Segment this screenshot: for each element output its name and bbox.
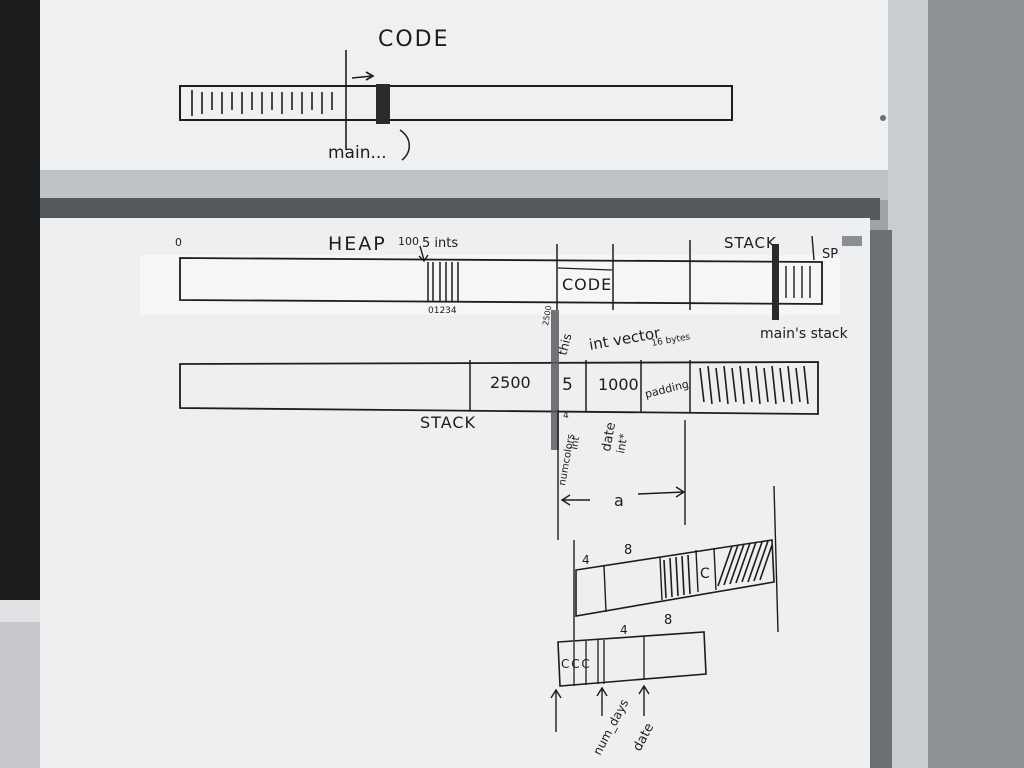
screw <box>880 115 886 121</box>
dark-left-edge <box>0 0 40 600</box>
row1-5ints: 5 ints <box>422 236 458 251</box>
row1-heap-arrow <box>418 245 429 263</box>
diag-s1-div-2 <box>659 557 663 601</box>
diag-cells: C C C <box>561 657 589 671</box>
row1-heap: HEAP <box>328 233 387 255</box>
row1-sp-arrow <box>811 235 815 261</box>
diag-c1: C <box>700 566 710 582</box>
row2-stack-label: STACK <box>420 413 476 432</box>
row2-stack-hatching <box>699 365 809 405</box>
diag-s1-div-4 <box>713 547 717 591</box>
row1-zero: 0 <box>175 236 182 249</box>
diag-s1-div-3 <box>695 549 699 593</box>
upper-main-block <box>376 84 390 124</box>
board-tray-shadow <box>40 198 880 220</box>
upper-main-curl <box>399 129 410 161</box>
row1-100: 100 <box>398 235 419 248</box>
right-frame <box>888 0 928 768</box>
row2-date: date <box>599 421 619 452</box>
diag-a: a <box>614 491 624 510</box>
diag-a-arrow-left <box>560 494 590 506</box>
row1-stack-cells <box>785 266 811 298</box>
diag-struct-1 <box>575 539 775 617</box>
diag-s1-div-1 <box>603 565 607 613</box>
row1-code: CODE <box>562 275 612 294</box>
diag-arrow-date <box>638 684 650 716</box>
right-frame-shadow <box>870 230 892 768</box>
row2-2500: 2500 <box>490 373 531 392</box>
row1-stack-block <box>772 244 779 320</box>
upper-hatching <box>191 90 333 116</box>
row2-this-marker <box>551 310 559 450</box>
diag-s1-hatch-b <box>717 540 773 587</box>
row2-5: 5 <box>562 375 573 395</box>
row2-2500-small: 2500 <box>541 305 553 327</box>
left-ledge <box>0 600 50 622</box>
diag-a-arrow-right <box>637 486 686 498</box>
diag-arrow-up-left <box>550 688 562 732</box>
row2-four: 4 <box>563 411 569 421</box>
row1-bar <box>179 257 823 305</box>
row1-sp: SP <box>822 247 838 262</box>
row2-1000: 1000 <box>598 375 639 394</box>
upper-arrow <box>351 71 375 81</box>
wall-right <box>928 0 1024 768</box>
diag-four-1: 4 <box>582 553 590 567</box>
board-tray <box>40 170 888 200</box>
row2-this: this <box>555 332 574 357</box>
magnet <box>842 236 862 246</box>
diag-arrow-numdays <box>596 686 608 716</box>
upper-title: CODE <box>378 27 450 52</box>
row1-indices: 01234 <box>428 306 457 316</box>
diag-four-2: 4 <box>620 623 628 637</box>
lower-board-glare <box>140 255 840 315</box>
row2-intstar: int* <box>614 432 630 454</box>
diag-right-edge <box>773 485 779 633</box>
diag-eight-1: 8 <box>624 543 632 558</box>
upper-code-bar <box>179 85 733 121</box>
row1-stack: STACK <box>724 234 777 252</box>
upper-board <box>40 0 888 180</box>
row1-code-box <box>557 267 613 271</box>
diag-eight-2: 8 <box>664 613 672 628</box>
row1-heap-cells <box>427 262 459 302</box>
left-wall-lower <box>0 622 40 768</box>
row1-mains-stack: main's stack <box>760 326 849 342</box>
diag-s1-hatch-a <box>663 554 691 599</box>
upper-main-label: main... <box>328 143 387 163</box>
row2-int: int <box>569 436 582 451</box>
diag-struct-2 <box>557 631 707 687</box>
row2-bar <box>179 361 819 415</box>
